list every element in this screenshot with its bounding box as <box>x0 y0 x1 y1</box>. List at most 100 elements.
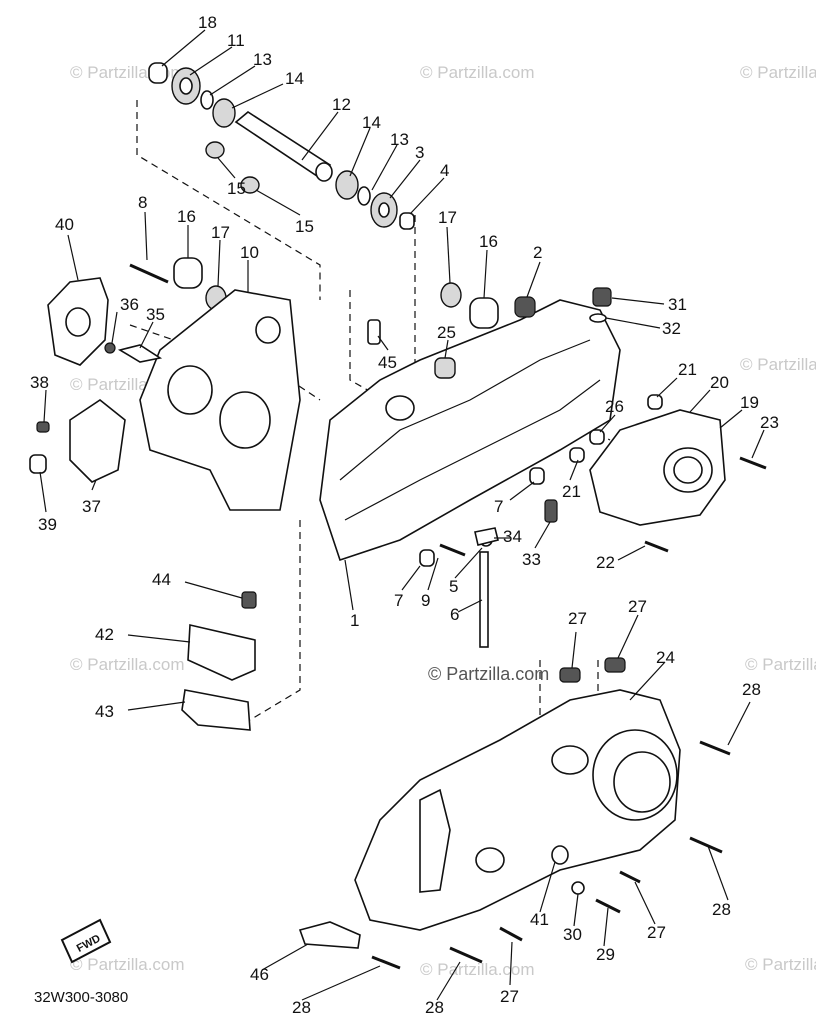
callout-25: 25 <box>437 323 456 342</box>
rod-part-6 <box>479 551 489 648</box>
callout-7: 7 <box>394 591 403 610</box>
watermark: © Partzilla.com <box>740 63 816 82</box>
bolt-part-28c <box>371 955 401 970</box>
clip-part-15a <box>205 141 225 159</box>
dowel-part-7b <box>419 549 435 567</box>
collar-part-25 <box>434 357 456 379</box>
fwd-arrow-icon: FWD <box>60 918 112 964</box>
callout-4: 4 <box>440 161 449 180</box>
callout-40: 40 <box>55 215 74 234</box>
callout-13: 13 <box>390 130 409 149</box>
callout-21: 21 <box>678 360 697 379</box>
callout-44: 44 <box>152 570 171 589</box>
callout-34: 34 <box>503 527 522 546</box>
watermark: © Partzilla.com <box>70 655 185 674</box>
figure-code: 32W300-3080 <box>34 989 128 1006</box>
callout-labels: 18 11 13 14 12 14 13 3 4 15 15 40 8 16 1… <box>30 13 779 1017</box>
gasket-part-43 <box>181 689 251 731</box>
callout-6: 6 <box>450 605 459 624</box>
plug-part-31 <box>592 287 612 307</box>
oil-seal-part-14b <box>335 170 359 200</box>
callout-17: 17 <box>211 223 230 242</box>
cap-part-39 <box>29 454 47 474</box>
callout-11: 11 <box>227 31 245 50</box>
callout-22: 22 <box>596 553 615 572</box>
dowel-part-26 <box>589 429 605 445</box>
cover-part-42 <box>187 624 256 681</box>
callout-20: 20 <box>710 373 729 392</box>
callout-2: 2 <box>533 243 542 262</box>
callout-31: 31 <box>668 295 687 314</box>
oil-seal-part-14 <box>212 98 236 128</box>
bolt-part-33 <box>544 499 558 523</box>
callout-42: 42 <box>95 625 114 644</box>
bolt-part-27b <box>604 657 626 673</box>
callout-27: 27 <box>500 987 519 1006</box>
watermark: © Partzilla.com <box>745 655 816 674</box>
callout-8: 8 <box>138 193 147 212</box>
watermark-center: © Partzilla.com <box>428 664 549 684</box>
bolt-part-28d <box>449 946 483 964</box>
callout-15: 15 <box>295 217 314 236</box>
o-ring-part-32 <box>589 313 607 323</box>
callout-33: 33 <box>522 550 541 569</box>
callout-14: 14 <box>362 113 381 132</box>
callout-28: 28 <box>742 680 761 699</box>
watermark: © Partzilla.com <box>745 955 816 974</box>
collar-part-18 <box>148 62 168 84</box>
bolt-part-27c <box>619 870 641 884</box>
callout-37: 37 <box>82 497 101 516</box>
bolt-part-27d <box>499 926 523 942</box>
right-side-cover <box>589 409 767 553</box>
bolt-part-28b <box>689 836 723 854</box>
callout-5: 5 <box>449 577 458 596</box>
callout-3: 3 <box>415 143 424 162</box>
callout-43: 43 <box>95 702 114 721</box>
collar-part-4 <box>399 212 415 230</box>
collar-part-16b <box>469 297 499 329</box>
callout-17: 17 <box>438 208 457 227</box>
callout-23: 23 <box>760 413 779 432</box>
bolt-part-9 <box>439 543 466 557</box>
crankcase-right-part-1 <box>319 299 621 562</box>
washer-part-36 <box>104 342 116 354</box>
callout-19: 19 <box>740 393 759 412</box>
callout-27: 27 <box>628 597 647 616</box>
dowel-part-7a <box>529 467 545 485</box>
clip-part-35 <box>117 344 163 363</box>
callout-27: 27 <box>568 609 587 628</box>
callout-18: 18 <box>198 13 217 32</box>
callout-12: 12 <box>332 95 351 114</box>
callout-24: 24 <box>656 648 675 667</box>
callout-36: 36 <box>120 295 139 314</box>
bearing-part-17b <box>440 282 462 308</box>
watermark: © Partzilla.com <box>420 960 535 979</box>
bolt-part-38 <box>36 421 50 433</box>
callout-21: 21 <box>562 482 581 501</box>
crankcase-left-part-10 <box>139 289 301 511</box>
callout-16: 16 <box>479 232 498 251</box>
cover-part-19 <box>589 409 726 526</box>
callout-35: 35 <box>146 305 165 324</box>
upper-shaft-parts <box>148 62 415 230</box>
callout-45: 45 <box>378 353 397 372</box>
callout-29: 29 <box>596 945 615 964</box>
callout-39: 39 <box>38 515 57 534</box>
bolt-part-27a <box>559 667 581 683</box>
main-crankcase <box>319 282 663 648</box>
watermark: © Partzilla.com <box>420 63 535 82</box>
bracket-part-37 <box>69 399 126 483</box>
dowel-part-21a <box>647 394 663 410</box>
bolt-part-8 <box>129 263 169 284</box>
watermark-layer: © Partzilla.com © Partzilla.com © Partzi… <box>70 63 816 979</box>
clip-part-15b <box>240 176 260 194</box>
lower-left-parts <box>181 591 257 731</box>
leader-lines <box>39 29 765 1001</box>
clip-part-34 <box>474 527 499 546</box>
callout-41: 41 <box>530 910 549 929</box>
callout-9: 9 <box>421 591 430 610</box>
callout-16: 16 <box>177 207 196 226</box>
callout-15: 15 <box>227 179 246 198</box>
watermark: © Partzilla.com <box>70 955 185 974</box>
